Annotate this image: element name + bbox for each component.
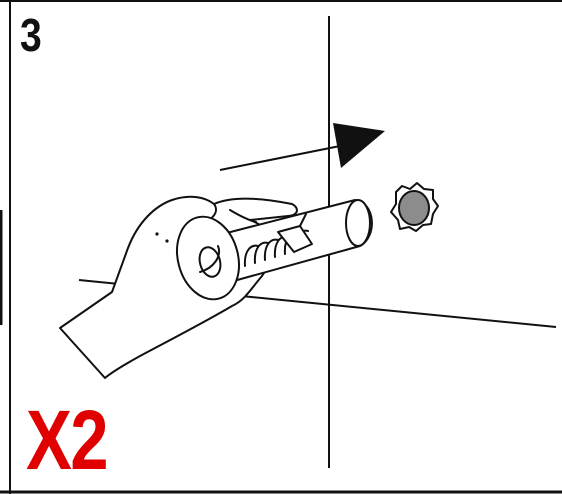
drilled-hole-icon bbox=[390, 182, 439, 232]
arrow-right-icon bbox=[219, 123, 385, 171]
quantity-label: X2 bbox=[26, 393, 109, 487]
step-number: 3 bbox=[20, 9, 42, 61]
wall-plug-icon bbox=[176, 199, 373, 301]
